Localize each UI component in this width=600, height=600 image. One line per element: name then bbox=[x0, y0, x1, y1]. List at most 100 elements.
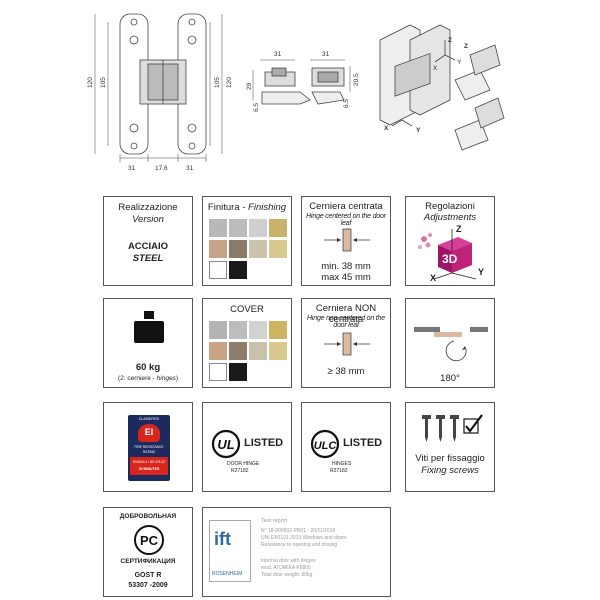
not-centered-diagram bbox=[324, 332, 370, 356]
svg-text:PC: PC bbox=[140, 533, 159, 548]
gost-bottom: СЕРТИФИКАЦИЯ bbox=[120, 558, 176, 565]
ift-title: Test report bbox=[261, 518, 287, 524]
opening-angle: 180° bbox=[440, 373, 460, 384]
gost-line2: 53307 -2009 bbox=[128, 582, 168, 589]
finishing-swatches bbox=[207, 219, 289, 285]
card-ift-report: ift ROSENHEIM Test report N° 18-000602-P… bbox=[202, 507, 391, 597]
not-centered-title: Cerniera NON centrata bbox=[315, 303, 377, 325]
axis-z-top: Z bbox=[448, 37, 452, 44]
color-swatch bbox=[209, 261, 227, 279]
ift-l3: Resistance to opening and closing bbox=[261, 542, 338, 548]
weight-value: 60 kg bbox=[135, 362, 161, 373]
adjust-axis-z: Z bbox=[456, 224, 462, 234]
ul-logo-icon: UL bbox=[211, 429, 241, 459]
card-finishing: Finitura - Finishing bbox=[202, 196, 292, 286]
ulc-listed-text: LISTED bbox=[343, 437, 383, 449]
dim-side-6-5-a: 6.5 bbox=[253, 103, 260, 112]
dim-105-left: 105 bbox=[100, 77, 107, 88]
card-version: Realizzazione Version ACCIAIO STEEL bbox=[103, 196, 193, 286]
color-swatch bbox=[209, 219, 227, 237]
gost-top: ДОБРОВОЛЬНАЯ bbox=[119, 513, 177, 520]
version-material-en: STEEL bbox=[132, 253, 164, 264]
dim-120-right: 120 bbox=[226, 77, 233, 88]
color-swatch bbox=[229, 321, 247, 339]
gost-pct-icon: PC bbox=[134, 525, 164, 555]
card-hinge-not-centered: Cerniera NON centrata Hinge non-centered… bbox=[301, 298, 391, 388]
ift-l5: mod. ATOMIKA K6800 bbox=[261, 565, 311, 571]
gost-line1: GOST R bbox=[134, 572, 162, 579]
front-view-hinge bbox=[94, 13, 223, 162]
isometric-view bbox=[379, 24, 505, 151]
color-swatch bbox=[229, 342, 247, 360]
screws-title-en: Fixing screws bbox=[421, 465, 479, 476]
ift-l6: Total door weight: 60kg bbox=[261, 572, 313, 578]
dim-105-right: 105 bbox=[214, 77, 221, 88]
card-weight: 60 kg (2: cerniere - hinges) bbox=[103, 298, 193, 388]
screws-icon bbox=[422, 414, 483, 442]
cover-title: COVER bbox=[230, 304, 264, 315]
axis-y-bottom: Y bbox=[416, 127, 421, 134]
dim-side-31-a: 31 bbox=[274, 51, 282, 58]
card-hinge-centered: Cerniera centrata Hinge centered on the … bbox=[301, 196, 391, 286]
ul-listed-text: LISTED bbox=[244, 437, 284, 449]
ift-logo: ift ROSENHEIM bbox=[209, 520, 251, 582]
fire-line4: RATING bbox=[142, 450, 156, 454]
weight-note-it: (2: cerniere - bbox=[118, 375, 157, 382]
color-swatch bbox=[209, 342, 227, 360]
weight-icon bbox=[134, 311, 164, 343]
ulc-sub1: HINGES bbox=[332, 461, 352, 467]
color-swatch bbox=[269, 321, 287, 339]
color-swatch bbox=[249, 219, 267, 237]
dim-side-31-b: 31 bbox=[322, 51, 330, 58]
finishing-title-it: Finitura - bbox=[207, 202, 249, 213]
opening-180-icon bbox=[414, 327, 488, 362]
technical-drawing: 120 105 105 120 31 17.6 31 31 29 6.5 31 … bbox=[87, 13, 505, 172]
finishing-title: Finitura - Finishing bbox=[203, 202, 291, 213]
card-fire-rating: CLASSIFIED EI FIRE RESISTANCE RATING EN1… bbox=[103, 402, 193, 492]
color-swatch bbox=[229, 363, 247, 381]
cover-swatches bbox=[207, 321, 289, 387]
dim-31-a: 31 bbox=[128, 165, 136, 172]
fire-line3: FIRE RESISTANCE bbox=[134, 445, 164, 449]
ift-logo-sub: ROSENHEIM bbox=[212, 571, 243, 577]
adjust-title: Regolazioni bbox=[425, 201, 475, 212]
fire-line1: CLASSIFIED bbox=[138, 417, 160, 421]
color-swatch bbox=[209, 240, 227, 258]
color-swatch bbox=[229, 261, 247, 279]
dim-31-b: 31 bbox=[186, 165, 194, 172]
centered-title: Cerniera centrata bbox=[309, 201, 383, 212]
centered-title-en: Hinge centered on the door leaf bbox=[306, 213, 386, 227]
dim-side-20-5: 20.5 bbox=[353, 73, 360, 86]
axis-z-bottom: Z bbox=[464, 43, 468, 50]
ulc-sub2: R27182 bbox=[330, 468, 348, 474]
color-swatch bbox=[249, 321, 267, 339]
axis-x-bottom: X bbox=[384, 125, 389, 132]
axis-y-top: Y bbox=[457, 59, 462, 66]
version-title: Realizzazione bbox=[118, 202, 178, 213]
dim-side-29: 29 bbox=[246, 82, 253, 90]
color-swatch bbox=[269, 219, 287, 237]
card-ulc-listed: ULC LISTED HINGES R27182 bbox=[301, 402, 391, 492]
card-ul-listed: UL LISTED DOOR HINGE R27182 bbox=[202, 402, 292, 492]
ift-logo-text: ift bbox=[214, 529, 231, 549]
dim-side-6-5-b: 6.5 bbox=[343, 99, 350, 108]
ift-l4: Internal door with hinges bbox=[261, 558, 316, 564]
color-swatch bbox=[229, 240, 247, 258]
card-gost: ДОБРОВОЛЬНАЯ PC СЕРТИФИКАЦИЯ GOST R 5330… bbox=[103, 507, 193, 597]
axis-x-top: X bbox=[433, 65, 438, 72]
centered-diagram bbox=[324, 228, 370, 252]
version-material: ACCIAIO bbox=[127, 241, 169, 252]
finishing-title-en: Finishing bbox=[248, 202, 287, 213]
centered-min: min. 38 mm bbox=[321, 261, 371, 272]
color-swatch bbox=[229, 219, 247, 237]
color-swatch bbox=[249, 240, 267, 258]
fire-icon bbox=[138, 424, 160, 442]
svg-text:ULC: ULC bbox=[314, 440, 338, 452]
not-centered-title-en: Hinge non-centered on the door leaf bbox=[307, 315, 385, 329]
ul-sub2: R27182 bbox=[231, 468, 249, 474]
card-adjustments: Regolazioni Adjustments 3D Z X Y bbox=[405, 196, 495, 286]
version-title-en: Version bbox=[132, 214, 164, 225]
weight-note: (2: cerniere - hinges) bbox=[104, 375, 192, 382]
color-swatch bbox=[209, 363, 227, 381]
not-centered-value: ≥ 38 mm bbox=[327, 366, 365, 377]
